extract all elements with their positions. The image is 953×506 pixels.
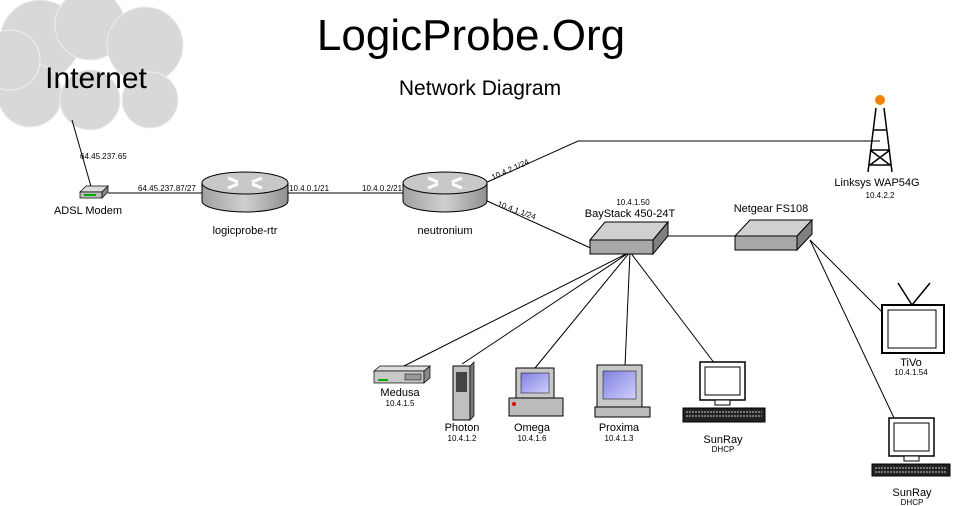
sunray2-label: SunRay	[892, 487, 932, 499]
thin-client-terminal-icon	[682, 361, 766, 423]
omega-label: Omega	[514, 422, 551, 434]
photon-label: Photon	[445, 422, 480, 434]
sunray1-label: SunRay	[703, 434, 743, 446]
netgear-label: Netgear FS108	[734, 203, 809, 215]
desktop-computer-icon	[508, 367, 564, 417]
wap-ip: 10.4.2.2	[866, 191, 895, 200]
internet-label: Internet	[45, 62, 147, 95]
medusa-label: Medusa	[380, 387, 420, 399]
wap-label: Linksys WAP54G	[834, 177, 919, 189]
wireless-tower-icon	[867, 95, 893, 173]
proxima-ip: 10.4.1.3	[605, 434, 634, 443]
switch-icon	[733, 218, 814, 252]
page-title: LogicProbe.Org	[317, 11, 625, 60]
sunray1-ip: DHCP	[712, 445, 735, 454]
baystack-label: BayStack 450-24T	[585, 208, 676, 220]
desktop-computer-icon	[594, 364, 651, 418]
router2-label: neutronium	[417, 225, 472, 237]
sunray2-ip: DHCP	[901, 498, 924, 506]
medusa-ip: 10.4.1.5	[386, 399, 415, 408]
internet-cloud-icon	[0, 0, 184, 131]
tivo-ip: 10.4.1.54	[894, 368, 928, 377]
router-icon	[201, 171, 289, 213]
page-subtitle: Network Diagram	[399, 77, 561, 100]
router2-wan-ip: 10.4.0.2/21	[362, 184, 403, 193]
router-icon	[402, 171, 488, 213]
server-appliance-icon	[373, 365, 431, 384]
thin-client-terminal-icon	[871, 417, 951, 477]
tivo-label: TiVo	[900, 357, 922, 369]
router2-lan-ip: 10.4.1.1/24	[496, 199, 537, 221]
modem-label: ADSL Modem	[54, 205, 122, 217]
modem-lan-ip: 64.45.237.87/27	[138, 184, 196, 193]
router2-wifi-ip: 10.4.2.1/24	[490, 157, 531, 182]
baystack-ip: 10.4.1.50	[616, 198, 650, 207]
omega-ip: 10.4.1.6	[518, 434, 547, 443]
proxima-label: Proxima	[599, 422, 640, 434]
photon-ip: 10.4.1.2	[448, 434, 477, 443]
router1-ip: 10.4.0.1/21	[289, 184, 330, 193]
tower-server-icon	[452, 361, 475, 421]
network-links	[71, 119, 896, 421]
modem-wan-ip: 64.45.237.65	[80, 152, 127, 161]
television-icon	[881, 282, 945, 354]
adsl-modem-icon	[79, 185, 109, 199]
switch-icon	[588, 220, 670, 256]
router1-label: logicprobe-rtr	[213, 225, 278, 237]
